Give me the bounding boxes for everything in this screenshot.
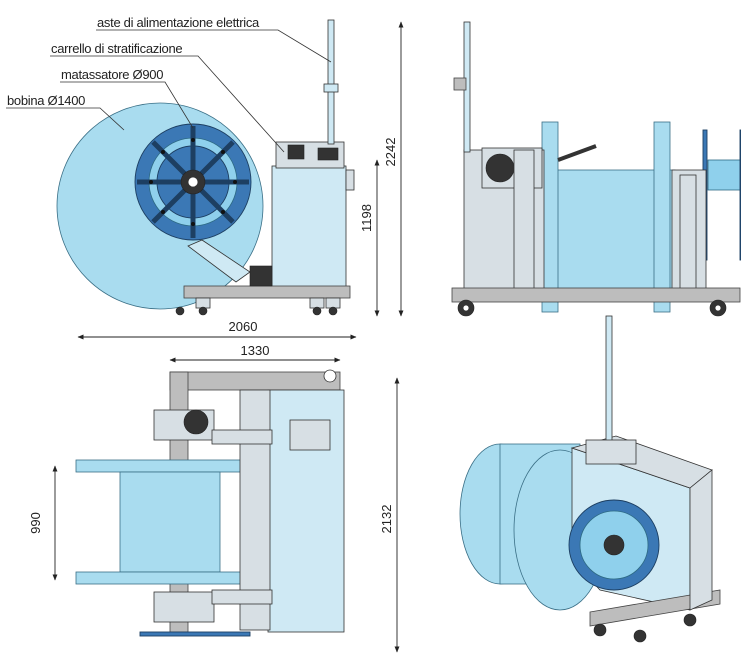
front-pole-box [453, 77, 467, 91]
top-carriage [289, 419, 331, 451]
front-motor [485, 153, 515, 183]
front-lever [557, 144, 597, 162]
dim-total-height: 2242 [383, 138, 398, 167]
side-dimensions: 2242 1198 2060 [77, 21, 404, 340]
side-view [56, 19, 355, 316]
iso-power-pole [605, 315, 613, 447]
front-base [451, 287, 741, 303]
dim-total-length: 2060 [229, 319, 258, 334]
coiler-drum-front [707, 159, 741, 191]
top-arm-2 [211, 589, 273, 605]
front-column [513, 149, 535, 301]
iso-wheels [593, 613, 697, 643]
carriage-gearbox [317, 147, 339, 161]
top-arm [211, 429, 273, 445]
reel-flange-bottom [75, 571, 269, 585]
power-pole-clamp [323, 83, 339, 93]
label-layering-carriage: carrello di stratificazione [51, 41, 182, 56]
iso-base [589, 589, 721, 627]
top-coiler [139, 631, 251, 637]
top-rail [169, 371, 341, 391]
reel-flange-right [653, 121, 671, 313]
coiler-bolts [149, 138, 237, 226]
top-motor-end [183, 409, 209, 435]
reel-drum-top [119, 471, 221, 573]
coiler-hub-center [187, 176, 199, 188]
label-coiler: matassatore Ø900 [61, 67, 163, 82]
side-box [345, 169, 355, 191]
front-wheels [457, 299, 727, 317]
callouts: aste di alimentazione elettrica carrello… [6, 15, 332, 153]
reel-flange-top [75, 459, 269, 473]
label-reel: bobina Ø1400 [7, 93, 85, 108]
iso-view [459, 315, 721, 643]
dim-frame-height: 1198 [359, 204, 374, 232]
side-wheels [175, 297, 341, 316]
power-pole [327, 19, 335, 145]
reel-flange-left [541, 121, 559, 313]
front-column-right [679, 174, 697, 296]
machine-body [271, 165, 347, 289]
label-power-pole: aste di alimentazione elettrica [97, 15, 260, 30]
dim-top-width: 1330 [241, 343, 270, 358]
top-pole-cap [323, 369, 337, 383]
base-motor [249, 265, 273, 287]
iso-coiler-hub [603, 534, 625, 556]
carriage-motor [287, 144, 305, 160]
dim-reel-width: 990 [28, 512, 43, 534]
base-frame [183, 285, 351, 299]
front-view [451, 21, 741, 317]
dim-top-length: 2132 [379, 505, 394, 534]
top-view: 1330 990 2132 [28, 343, 400, 653]
top-motor-2 [153, 591, 215, 623]
iso-carriage [585, 439, 637, 465]
iso-side [689, 469, 713, 611]
